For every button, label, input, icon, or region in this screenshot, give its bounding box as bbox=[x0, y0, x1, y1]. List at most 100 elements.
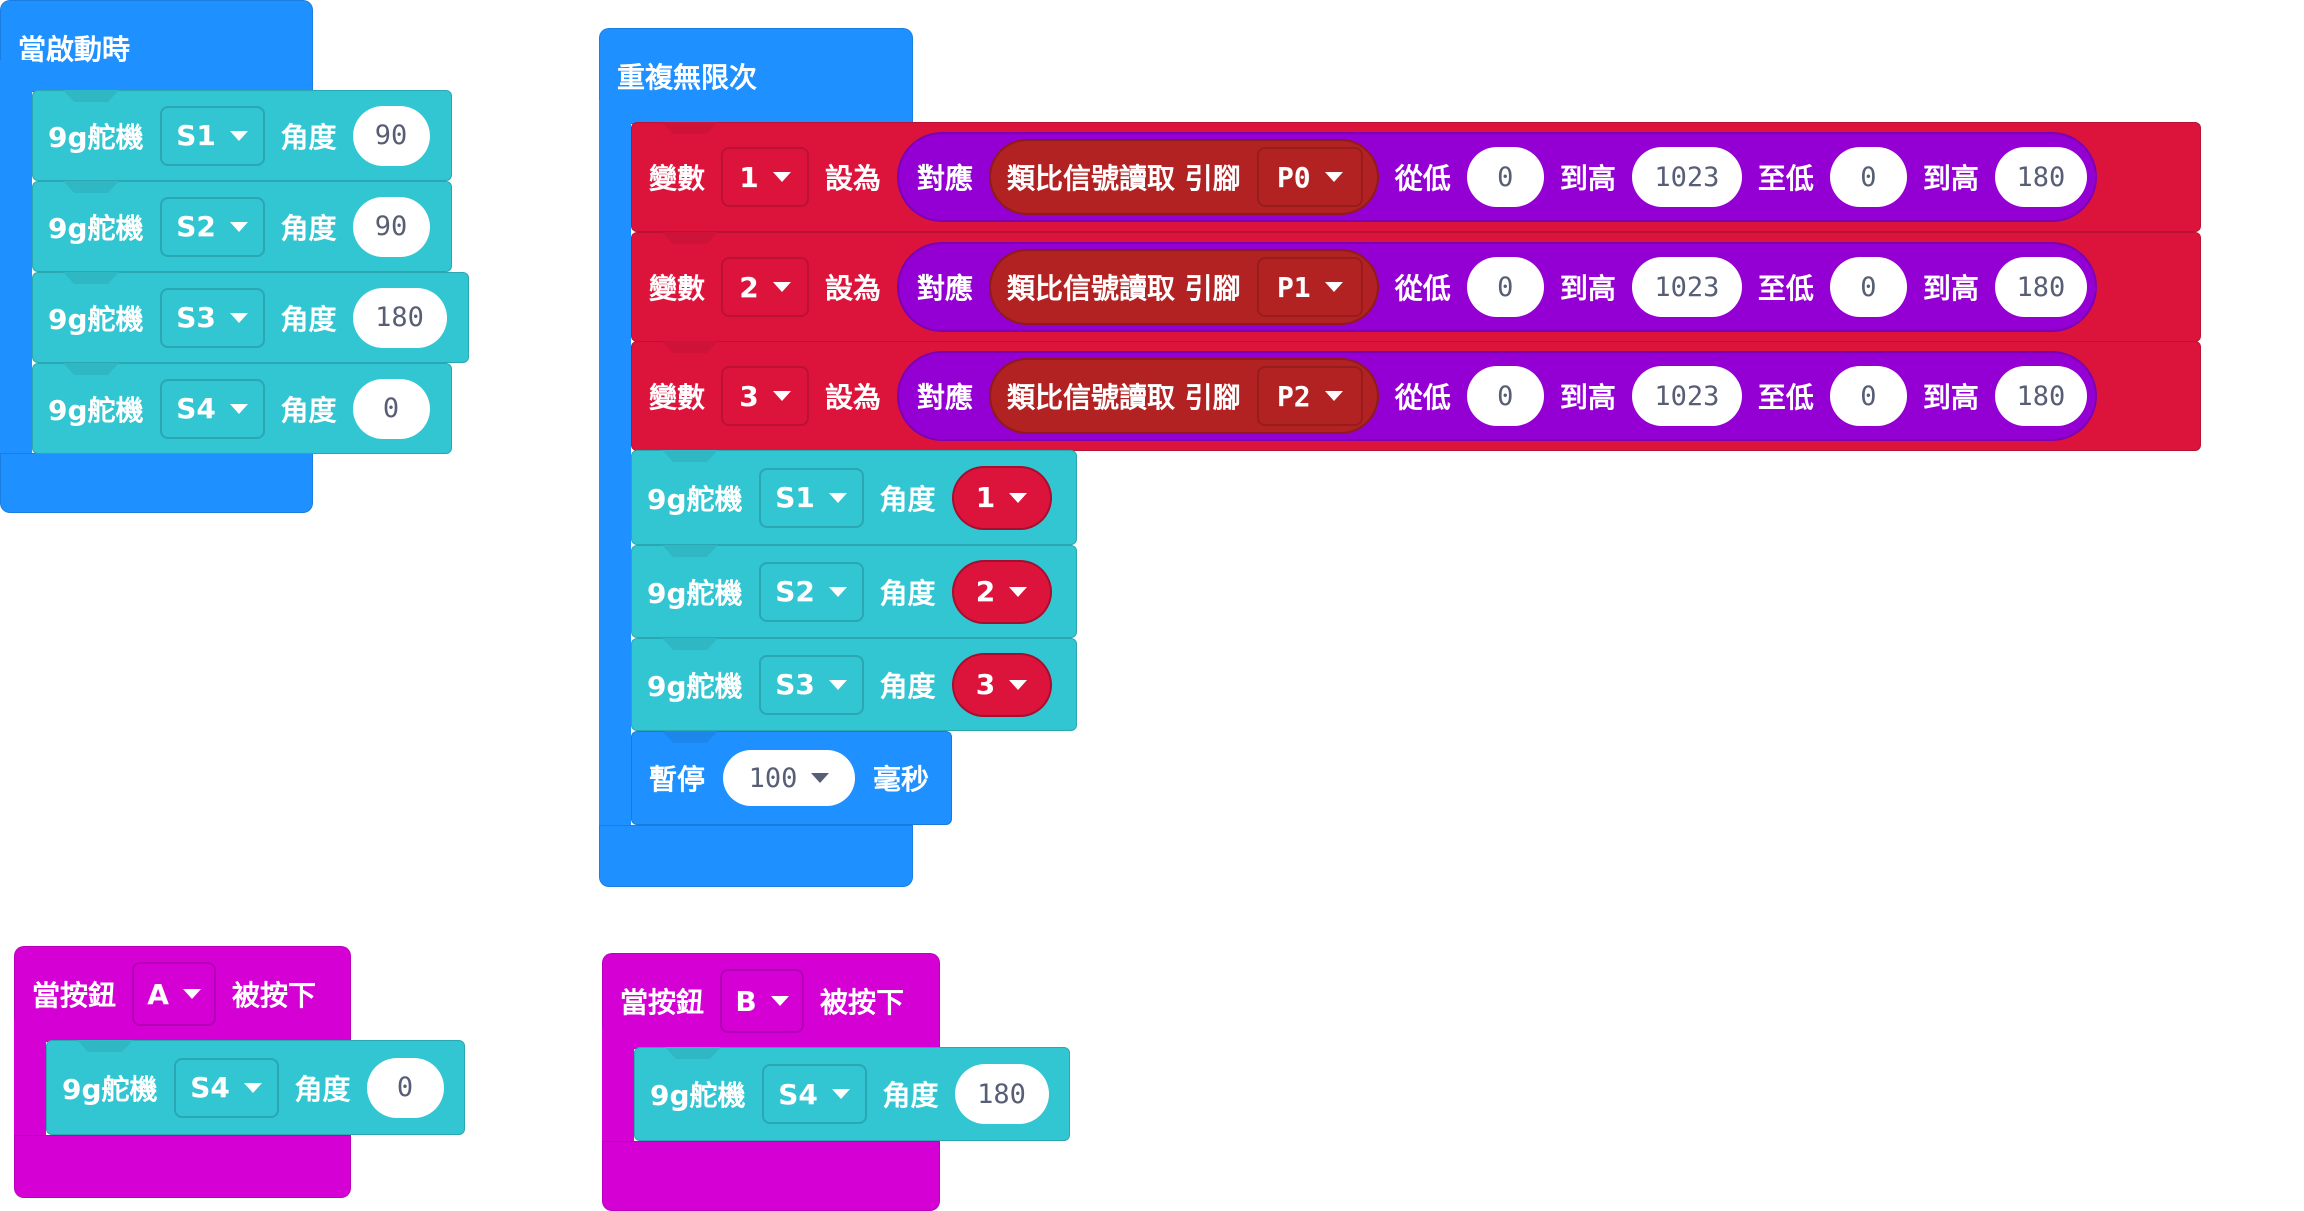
servo-dropdown[interactable]: S4 bbox=[761, 1064, 867, 1124]
analog-read-label: 類比信號讀取 引腳 bbox=[1007, 162, 1241, 195]
servo-label: 9g舵機 bbox=[62, 1072, 158, 1106]
set-variable-block[interactable]: 變數 1 設為 對應 類比信號讀取 引腳 P0 從低 0 到高 1023 至低 … bbox=[631, 122, 2201, 232]
forever-hat[interactable]: 重複無限次 bbox=[599, 28, 913, 124]
on-button-b-hat[interactable]: 當按鈕 B 被按下 bbox=[602, 953, 940, 1049]
to-high-label: 到高 bbox=[1922, 272, 1979, 305]
forever-label: 重複無限次 bbox=[617, 61, 758, 94]
servo-value: S4 bbox=[190, 1071, 230, 1104]
map-block[interactable]: 對應 類比信號讀取 引腳 P2 從低 0 到高 1023 至低 0 到高 180 bbox=[897, 351, 2097, 441]
dropdown-arrow-icon bbox=[1324, 172, 1343, 182]
angle-label: 角度 bbox=[280, 211, 337, 245]
servo-block[interactable]: 9g舵機 S2 角度 90 bbox=[32, 181, 452, 272]
analog-read-block[interactable]: 類比信號讀取 引腳 P0 bbox=[989, 139, 1379, 215]
angle-input[interactable]: 0 bbox=[366, 1057, 444, 1118]
from-low-input[interactable]: 0 bbox=[1466, 257, 1544, 317]
servo-block[interactable]: 9g舵機 S3 角度 3 bbox=[631, 638, 1077, 731]
dropdown-arrow-icon bbox=[229, 403, 248, 414]
from-high-input[interactable]: 1023 bbox=[1631, 257, 1742, 317]
servo-dropdown[interactable]: S1 bbox=[159, 105, 265, 166]
to-high-input[interactable]: 180 bbox=[1994, 257, 2087, 317]
dropdown-arrow-icon bbox=[772, 391, 791, 401]
set-variable-block[interactable]: 變數 3 設為 對應 類比信號讀取 引腳 P2 從低 0 到高 1023 至低 … bbox=[631, 341, 2201, 451]
angle-input[interactable]: 180 bbox=[352, 287, 447, 348]
variable-dropdown[interactable]: 2 bbox=[721, 257, 810, 317]
from-high-input[interactable]: 1023 bbox=[1631, 366, 1742, 426]
angle-variable-dropdown[interactable]: 1 bbox=[951, 465, 1052, 530]
angle-input[interactable]: 90 bbox=[352, 105, 430, 166]
button-value: B bbox=[735, 984, 757, 1018]
servo-block[interactable]: 9g舵機 S2 角度 2 bbox=[631, 545, 1077, 638]
from-low-input[interactable]: 0 bbox=[1466, 147, 1544, 207]
dropdown-arrow-icon bbox=[770, 996, 789, 1006]
on-start-c-bottom bbox=[0, 453, 313, 513]
pause-block[interactable]: 暫停 100 毫秒 bbox=[631, 731, 952, 825]
pause-duration-dropdown[interactable]: 100 bbox=[723, 750, 856, 806]
dropdown-arrow-icon bbox=[182, 989, 201, 999]
analog-read-block[interactable]: 類比信號讀取 引腳 P1 bbox=[989, 249, 1379, 325]
set-variable-block[interactable]: 變數 2 設為 對應 類比信號讀取 引腳 P1 從低 0 到高 1023 至低 … bbox=[631, 232, 2201, 342]
on-start-c-bar bbox=[0, 60, 32, 480]
on-button-label: 當按鈕 bbox=[620, 986, 705, 1019]
to-low-input[interactable]: 0 bbox=[1829, 147, 1907, 207]
on-button-b-c-bottom bbox=[602, 1141, 940, 1211]
servo-block[interactable]: 9g舵機 S3 角度 180 bbox=[32, 272, 469, 363]
servo-label: 9g舵機 bbox=[48, 393, 144, 427]
button-dropdown[interactable]: A bbox=[132, 962, 217, 1026]
servo-value: S1 bbox=[775, 481, 815, 514]
servo-label: 9g舵機 bbox=[647, 669, 743, 703]
angle-variable-dropdown[interactable]: 2 bbox=[951, 559, 1052, 624]
variable-dropdown[interactable]: 1 bbox=[721, 147, 810, 207]
to-high-input[interactable]: 180 bbox=[1994, 366, 2087, 426]
angle-variable-dropdown[interactable]: 3 bbox=[951, 652, 1052, 717]
to-high-label: 到高 bbox=[1922, 162, 1979, 195]
analog-read-block[interactable]: 類比信號讀取 引腳 P2 bbox=[989, 358, 1379, 434]
dropdown-arrow-icon bbox=[772, 282, 791, 292]
dropdown-arrow-icon bbox=[1324, 391, 1343, 401]
servo-block[interactable]: 9g舵機 S4 角度 0 bbox=[46, 1040, 465, 1135]
to-high-label: 到高 bbox=[1922, 381, 1979, 414]
servo-block[interactable]: 9g舵機 S1 角度 1 bbox=[631, 450, 1077, 545]
servo-dropdown[interactable]: S4 bbox=[159, 378, 265, 439]
dropdown-arrow-icon bbox=[1009, 586, 1028, 597]
button-dropdown[interactable]: B bbox=[720, 969, 805, 1033]
angle-input[interactable]: 90 bbox=[352, 196, 430, 257]
to-low-input[interactable]: 0 bbox=[1829, 257, 1907, 317]
variable-dropdown[interactable]: 3 bbox=[721, 366, 810, 426]
servo-dropdown[interactable]: S2 bbox=[159, 196, 265, 257]
angle-label: 角度 bbox=[294, 1072, 351, 1106]
pin-dropdown[interactable]: P0 bbox=[1256, 147, 1363, 207]
pin-value: P2 bbox=[1276, 379, 1311, 413]
servo-block[interactable]: 9g舵機 S1 角度 90 bbox=[32, 90, 452, 181]
from-low-label: 從低 bbox=[1394, 162, 1451, 195]
map-block[interactable]: 對應 類比信號讀取 引腳 P1 從低 0 到高 1023 至低 0 到高 180 bbox=[897, 242, 2097, 332]
pin-dropdown[interactable]: P2 bbox=[1256, 366, 1363, 426]
map-label: 對應 bbox=[917, 381, 974, 414]
servo-block[interactable]: 9g舵機 S4 角度 180 bbox=[634, 1047, 1070, 1141]
angle-label: 角度 bbox=[280, 393, 337, 427]
servo-dropdown[interactable]: S1 bbox=[758, 467, 864, 528]
from-low-label: 從低 bbox=[1394, 272, 1451, 305]
from-low-input[interactable]: 0 bbox=[1466, 366, 1544, 426]
set-to-label: 設為 bbox=[825, 272, 882, 305]
angle-label: 角度 bbox=[879, 482, 936, 516]
map-label: 對應 bbox=[917, 272, 974, 305]
servo-label: 9g舵機 bbox=[647, 482, 743, 516]
angle-input[interactable]: 0 bbox=[352, 378, 430, 439]
servo-block[interactable]: 9g舵機 S4 角度 0 bbox=[32, 363, 452, 454]
pin-value: P1 bbox=[1276, 270, 1311, 304]
servo-dropdown[interactable]: S2 bbox=[758, 561, 864, 622]
angle-input[interactable]: 180 bbox=[954, 1064, 1049, 1124]
servo-dropdown[interactable]: S4 bbox=[173, 1057, 279, 1118]
on-start-hat[interactable]: 當啟動時 bbox=[0, 0, 313, 92]
to-low-input[interactable]: 0 bbox=[1829, 366, 1907, 426]
angle-variable-value: 3 bbox=[975, 668, 996, 701]
on-button-a-hat[interactable]: 當按鈕 A 被按下 bbox=[14, 946, 351, 1042]
servo-value: S4 bbox=[176, 392, 216, 425]
servo-dropdown[interactable]: S3 bbox=[159, 287, 265, 348]
pin-dropdown[interactable]: P1 bbox=[1256, 257, 1363, 317]
servo-value: S1 bbox=[176, 119, 216, 152]
servo-dropdown[interactable]: S3 bbox=[758, 654, 864, 715]
from-high-input[interactable]: 1023 bbox=[1631, 147, 1742, 207]
to-high-input[interactable]: 180 bbox=[1994, 147, 2087, 207]
map-block[interactable]: 對應 類比信號讀取 引腳 P0 從低 0 到高 1023 至低 0 到高 180 bbox=[897, 132, 2097, 222]
